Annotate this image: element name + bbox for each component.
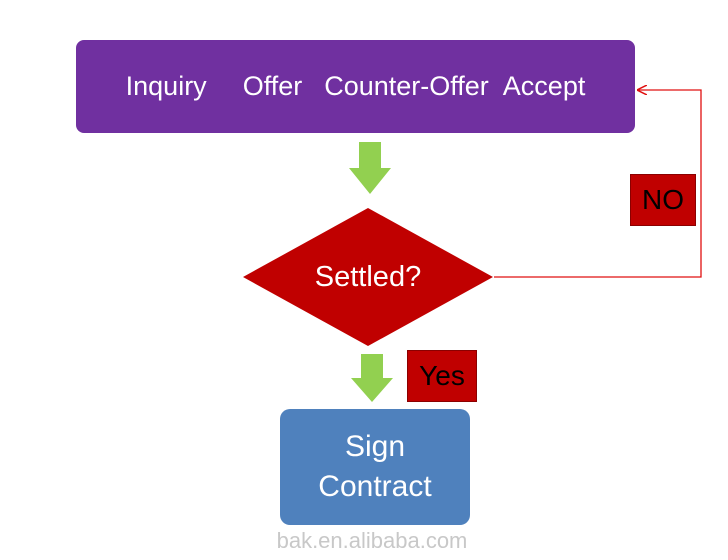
sign-contract-line-2: Contract <box>318 470 432 503</box>
flow-arrow-down-1 <box>349 142 391 194</box>
no-loop-connector <box>494 90 702 278</box>
no-branch-label: NO <box>630 174 696 226</box>
decision-diamond <box>243 208 493 346</box>
sign-contract-line-1: Sign <box>344 430 406 463</box>
watermark: bak.en.alibaba.com <box>276 528 468 553</box>
step-offer: Offer <box>242 71 303 101</box>
yes-branch-label: Yes <box>407 350 477 402</box>
flow-arrow-down-2 <box>351 354 393 402</box>
step-counter-offer: Counter-Offer <box>324 71 489 101</box>
step-accept: Accept <box>502 71 586 101</box>
negotiation-steps-box: Inquiry Offer Counter-Offer Accept <box>76 40 635 133</box>
sign-contract-box: Sign Contract <box>280 409 470 525</box>
decision-label: Settled? <box>314 260 422 293</box>
step-inquiry: Inquiry <box>125 71 207 101</box>
